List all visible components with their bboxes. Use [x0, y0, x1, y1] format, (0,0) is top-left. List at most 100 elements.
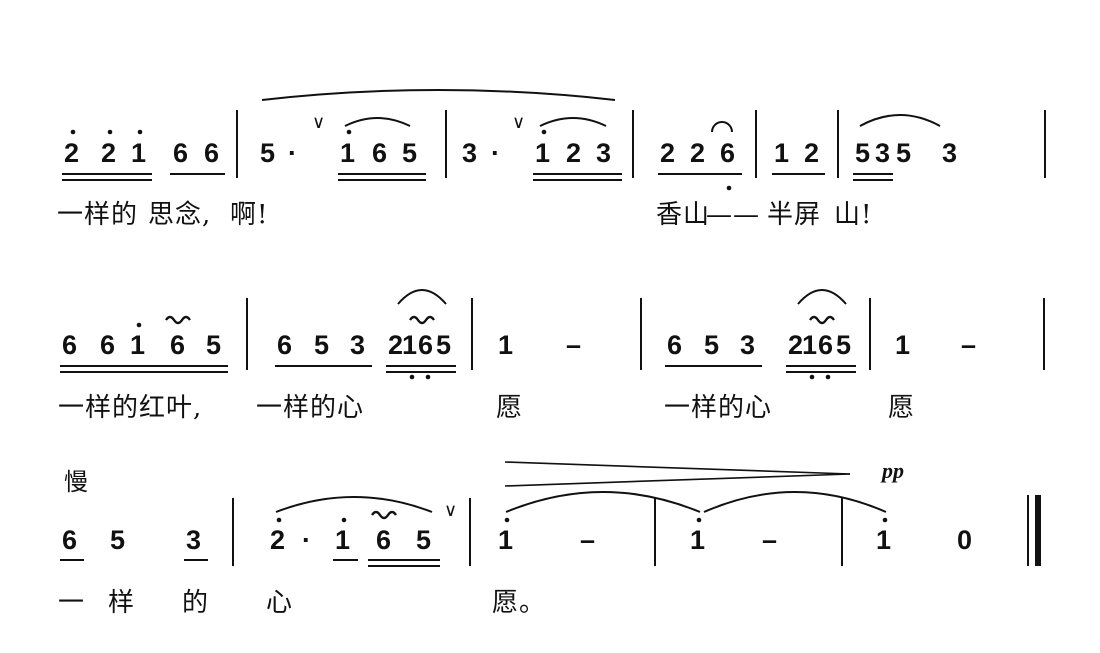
high-octave-dot — [136, 322, 142, 328]
lyric-text: 样 — [108, 588, 136, 618]
note: 2 — [270, 525, 286, 555]
slur — [275, 496, 433, 513]
note: 3 — [740, 330, 756, 360]
note: 6 — [170, 330, 186, 360]
lyric-text: 香山 — [656, 200, 711, 230]
note: 5 — [436, 330, 452, 360]
slur — [344, 117, 411, 127]
note: 1 — [895, 330, 911, 360]
lyric-text: 一 — [58, 588, 86, 618]
fermata — [711, 121, 733, 133]
high-octave-dot — [504, 517, 510, 523]
lyric-text: 愿。 — [492, 588, 547, 618]
note: – — [961, 330, 977, 360]
breath-mark: ∨ — [512, 112, 526, 133]
note: 1 — [340, 138, 356, 168]
note: 6 — [372, 138, 388, 168]
high-octave-dot — [882, 517, 888, 523]
slur — [397, 289, 447, 305]
note: 2 — [788, 330, 804, 360]
note: 2 — [804, 138, 820, 168]
mordent — [371, 510, 397, 520]
low-octave-dot — [425, 374, 431, 380]
mordent — [409, 315, 435, 325]
lyric-text: 心 — [266, 588, 294, 618]
note: · — [302, 525, 311, 555]
note: 1 — [774, 138, 790, 168]
note: 0 — [957, 525, 973, 555]
note: 1 — [876, 525, 892, 555]
tie — [505, 491, 701, 513]
mordent — [809, 315, 835, 325]
high-octave-dot — [696, 517, 702, 523]
note: 6 — [100, 330, 116, 360]
slur — [797, 289, 847, 305]
note: 3 — [186, 525, 202, 555]
note: 1 — [130, 330, 146, 360]
note: 6 — [277, 330, 293, 360]
high-octave-dot — [341, 517, 347, 523]
note: 5 — [836, 330, 852, 360]
note: 3 — [350, 330, 366, 360]
note: 5 — [704, 330, 720, 360]
note: 6 — [173, 138, 189, 168]
note: 5 — [206, 330, 222, 360]
note: 6 — [62, 525, 78, 555]
note: 6 — [818, 330, 834, 360]
note: – — [762, 525, 778, 555]
diminuendo-hairpin — [504, 461, 851, 475]
note: 2 — [388, 330, 404, 360]
note: 3 — [462, 138, 478, 168]
note: 1 — [498, 525, 514, 555]
note: 2 — [690, 138, 706, 168]
note: 3 — [596, 138, 612, 168]
lyric-text: 一样的红叶, — [58, 393, 203, 423]
note: 5 — [416, 525, 432, 555]
note: 2 — [660, 138, 676, 168]
note: 6 — [418, 330, 434, 360]
dynamic-marking: pp — [882, 458, 904, 483]
note: 6 — [376, 525, 392, 555]
note: – — [566, 330, 582, 360]
lyric-text: 愿 — [496, 393, 524, 423]
mordent — [165, 315, 191, 325]
low-octave-dot — [825, 374, 831, 380]
note: 2 — [64, 138, 80, 168]
note: 5 — [896, 138, 912, 168]
note: 3 — [942, 138, 958, 168]
note: 6 — [62, 330, 78, 360]
high-octave-dot — [346, 129, 352, 135]
note: 6 — [204, 138, 220, 168]
lyric-text: 山! — [834, 200, 873, 230]
breath-mark: ∨ — [312, 112, 326, 133]
note: 3 — [875, 138, 891, 168]
low-octave-dot — [409, 374, 415, 380]
high-octave-dot — [70, 129, 76, 135]
high-octave-dot — [276, 517, 282, 523]
lyric-text: 啊! — [230, 200, 269, 230]
lyric-text: 一样的 — [57, 200, 139, 230]
note: 5 — [260, 138, 276, 168]
lyric-text: 半屏 — [767, 200, 822, 230]
note: 1 — [131, 138, 147, 168]
lyric-text: 思念, — [148, 200, 212, 230]
note: 1 — [335, 525, 351, 555]
note: · — [491, 138, 500, 168]
note: 1 — [802, 330, 818, 360]
lyric-text: 的 — [182, 588, 210, 618]
note: 6 — [720, 138, 736, 168]
note: 2 — [566, 138, 582, 168]
note: 1 — [498, 330, 514, 360]
tie — [703, 491, 887, 513]
note: 5 — [110, 525, 126, 555]
phrase-slur — [261, 89, 616, 101]
note: 1 — [402, 330, 418, 360]
lyric-text: —— — [706, 200, 760, 230]
note: 5 — [402, 138, 418, 168]
high-octave-dot — [107, 129, 113, 135]
note: 6 — [667, 330, 683, 360]
high-octave-dot — [137, 129, 143, 135]
lyric-text: 一样的心 — [256, 393, 365, 423]
